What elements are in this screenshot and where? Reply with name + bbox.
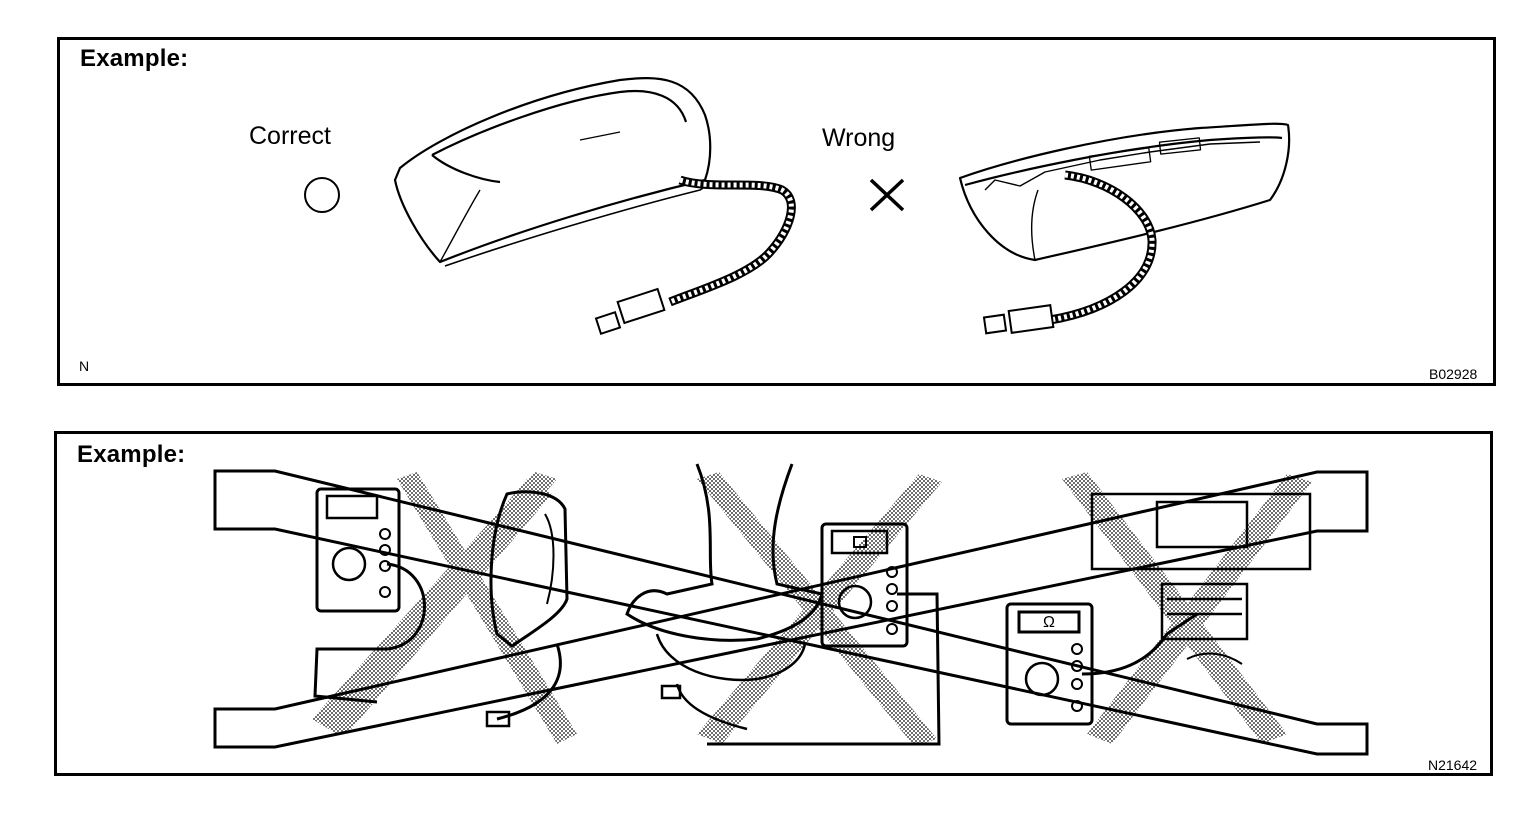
wrong-label: Wrong [822, 124, 896, 152]
correct-label: Correct [249, 122, 331, 150]
bottom-panel-illustration: Ω [213, 463, 1369, 756]
connector-block [1090, 492, 1312, 665]
ohm-meter [1005, 602, 1198, 726]
figure-code: N21642 [1428, 757, 1478, 773]
cross-mark-3a [1062, 472, 1287, 744]
top-panel-illustration [304, 77, 1291, 335]
wire-harness-wrong [982, 170, 1157, 335]
figure-code: B02928 [1429, 366, 1478, 382]
panel-heading: Example: [77, 441, 186, 468]
cross-icon [869, 178, 905, 212]
ohm-symbol: Ω [1043, 614, 1055, 631]
cross-mark-1b [397, 472, 577, 744]
circle-icon [304, 177, 340, 213]
cross-mark-2b [697, 472, 937, 746]
airbag-pad-face-up [393, 77, 712, 267]
wire-harness-correct [594, 175, 796, 335]
airbag-module-side [485, 490, 569, 728]
correct-wrong-example-panel: Example: Correct Wrong N B02928 [57, 37, 1496, 386]
panel-heading: Example: [80, 45, 189, 72]
corner-mark: N [79, 358, 90, 374]
cross-mark-3b [1087, 474, 1312, 744]
multimeter-2 [707, 522, 941, 746]
strike-band-upper [213, 469, 1369, 756]
seat [625, 463, 824, 731]
airbag-pad-face-down [958, 122, 1291, 262]
strike-bands [213, 469, 1369, 756]
multimeter-1 [313, 487, 426, 704]
strike-band-lower [213, 470, 1369, 749]
prohibited-tester-example-panel: Example: N21642 [54, 431, 1493, 776]
